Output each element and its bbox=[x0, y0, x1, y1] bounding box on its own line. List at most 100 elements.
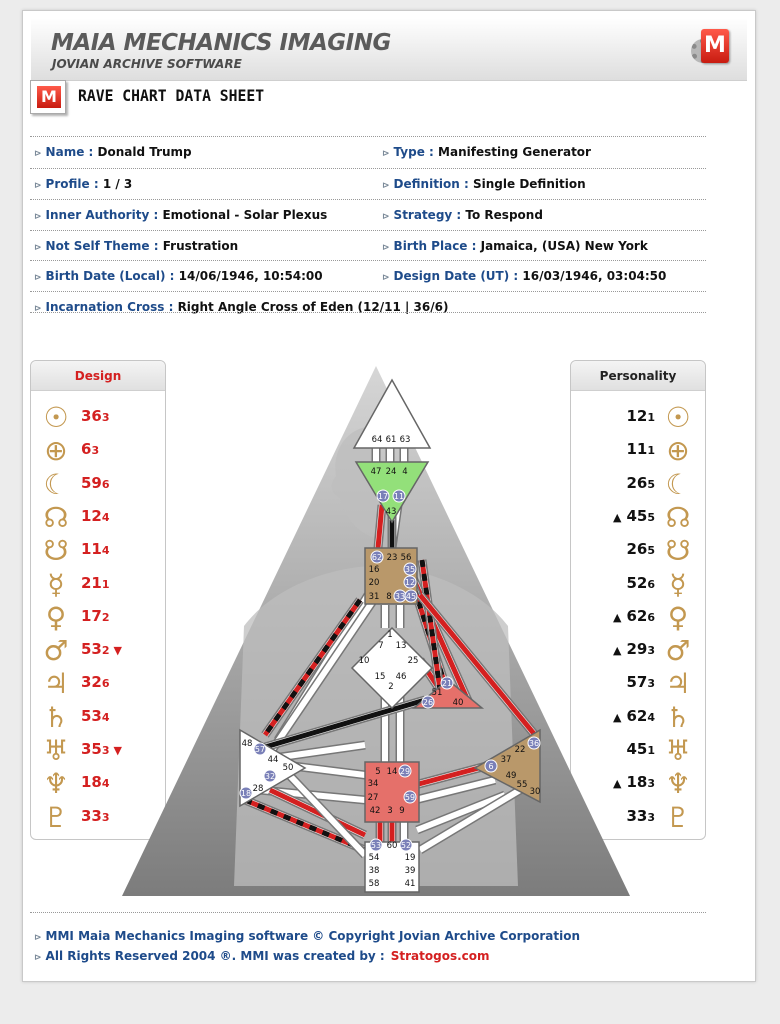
personality-activation-row: ♀▲626 bbox=[571, 601, 705, 634]
gate-number: 18 bbox=[81, 773, 102, 792]
app-subtitle: JOVIAN ARCHIVE SOFTWARE bbox=[52, 57, 242, 71]
active-gate-circle bbox=[239, 786, 253, 800]
pluto-icon: ♇ bbox=[665, 800, 691, 834]
line-number: 5 bbox=[647, 544, 655, 558]
active-gate-circle bbox=[421, 695, 435, 709]
gate-label: 44 bbox=[268, 755, 279, 765]
gate-label: 14 bbox=[387, 767, 398, 777]
profile-field: ⊳Profile : 1 / 3 bbox=[34, 177, 132, 191]
incarnation-cross-label: Incarnation Cross : bbox=[45, 300, 174, 314]
gate-label: 27 bbox=[368, 793, 379, 803]
jupiter-icon: ♃ bbox=[665, 667, 691, 701]
app-header: MAIA MECHANICS IMAGING JOVIAN ARCHIVE SO… bbox=[31, 19, 747, 81]
gate-number: 35 bbox=[81, 740, 102, 758]
gate-label: 26 bbox=[423, 698, 433, 707]
personality-activation-row: ♅451 bbox=[571, 734, 705, 767]
gate-label: 10 bbox=[359, 656, 370, 666]
stratogos-link[interactable]: Stratogos.com bbox=[390, 949, 490, 963]
line-number: 6 bbox=[101, 677, 110, 691]
line-number: 4 bbox=[101, 510, 110, 524]
line-number: 1 bbox=[101, 577, 110, 591]
active-gate-circle bbox=[253, 742, 267, 756]
gate-number: 12 bbox=[81, 506, 102, 525]
line-number: 3 bbox=[647, 644, 655, 658]
head-center-shape bbox=[352, 378, 432, 449]
active-gate-circle bbox=[399, 838, 413, 852]
gate-label: 5 bbox=[375, 767, 380, 777]
gate-label: 31 bbox=[369, 592, 380, 602]
inner-authority-value: Emotional - Solar Plexus bbox=[162, 208, 328, 222]
personality-activation-row: ☋265 bbox=[571, 534, 705, 567]
bullet-icon: ⊳ bbox=[34, 243, 42, 253]
mercury-icon: ☿ bbox=[669, 567, 687, 601]
personality-activation-row: ♄▲624 bbox=[571, 701, 705, 734]
design-activation-row: ☊124 bbox=[31, 501, 165, 534]
gate-label: 36 bbox=[529, 739, 539, 748]
gate-number: 53 bbox=[81, 640, 102, 659]
personality-activation-value: 111 bbox=[621, 440, 655, 458]
gate-label: 53 bbox=[371, 841, 381, 850]
design-panel: Design ☉363⊕63☾596☊124☋114☿211♀172♂532▼♃… bbox=[30, 360, 166, 840]
pluto-icon: ♇ bbox=[43, 800, 69, 834]
app-title: MAIA MECHANICS IMAGING bbox=[51, 30, 391, 56]
design-activation-value: 326 bbox=[81, 673, 114, 691]
uranus-icon: ♅ bbox=[43, 734, 69, 767]
exalted-arrow-icon: ▲ bbox=[613, 777, 622, 791]
copyright-line: ⊳MMI Maia Mechanics Imaging software © C… bbox=[34, 929, 580, 943]
gate-number: 57 bbox=[626, 673, 648, 692]
bullet-icon: ⊳ bbox=[34, 212, 42, 222]
design-activation-value: 124 bbox=[81, 507, 114, 525]
personality-activation-value: ▲455 bbox=[613, 507, 655, 525]
divider bbox=[30, 312, 706, 313]
gate-label: 48 bbox=[242, 739, 253, 749]
line-number: 1 bbox=[647, 744, 655, 757]
design-activation-value: 114 bbox=[81, 540, 114, 558]
gate-label: 64 bbox=[372, 435, 383, 445]
exalted-arrow-icon: ▲ bbox=[613, 510, 622, 524]
rights-text: All Rights Reserved 2004 ®. MMI was crea… bbox=[45, 949, 385, 963]
line-number: 3 bbox=[101, 810, 110, 824]
line-number: 3 bbox=[101, 411, 110, 424]
gate-label: 59 bbox=[405, 793, 415, 802]
info-row-6: ⊳Incarnation Cross : Right Angle Cross o… bbox=[30, 291, 706, 321]
channel-activation-design bbox=[418, 593, 537, 737]
gate-label: 3 bbox=[387, 806, 392, 816]
north-node-icon: ☊ bbox=[665, 500, 691, 534]
design-activation-value: 333 bbox=[81, 807, 114, 825]
gate-label: 18 bbox=[241, 789, 251, 798]
gate-label: 34 bbox=[368, 779, 379, 789]
logo-letter: M bbox=[701, 29, 729, 63]
active-gate-circle bbox=[484, 759, 498, 773]
gate-label: 40 bbox=[453, 698, 464, 708]
design-activation-value: 211 bbox=[81, 574, 114, 592]
line-number: 3 bbox=[647, 777, 655, 791]
line-number: 4 bbox=[101, 777, 110, 791]
gate-number: 26 bbox=[626, 473, 648, 492]
gate-label: 2 bbox=[388, 682, 393, 692]
gate-number: 21 bbox=[81, 573, 102, 592]
birth-place-value: Jamaica, (USA) New York bbox=[480, 239, 648, 253]
line-number: 6 bbox=[647, 577, 655, 591]
gate-label: 43 bbox=[386, 507, 397, 517]
gate-label: 45 bbox=[406, 592, 416, 601]
info-row-3: ⊳Inner Authority : Emotional - Solar Ple… bbox=[30, 199, 706, 229]
definition-field: ⊳Definition : Single Definition bbox=[382, 177, 586, 191]
gate-number: 12 bbox=[626, 407, 648, 425]
personality-activation-row: ☾265 bbox=[571, 468, 705, 501]
gate-label: 19 bbox=[405, 853, 416, 863]
design-activation-value: 596 bbox=[81, 474, 114, 492]
design-activation-value: 353▼ bbox=[81, 740, 122, 758]
not-self-theme-label: Not Self Theme : bbox=[45, 239, 159, 253]
gate-number: 33 bbox=[626, 806, 648, 825]
gate-number: 62 bbox=[626, 606, 648, 625]
type-field: ⊳Type : Manifesting Generator bbox=[382, 145, 591, 159]
mmi-logo-icon: M bbox=[689, 29, 729, 69]
channel-lines bbox=[243, 440, 539, 859]
gate-label: 28 bbox=[253, 784, 264, 794]
design-activation-row: ☉363 bbox=[31, 401, 165, 434]
venus-icon: ♀ bbox=[45, 600, 67, 634]
line-number: 1 bbox=[647, 444, 655, 458]
line-number: 4 bbox=[101, 544, 110, 558]
